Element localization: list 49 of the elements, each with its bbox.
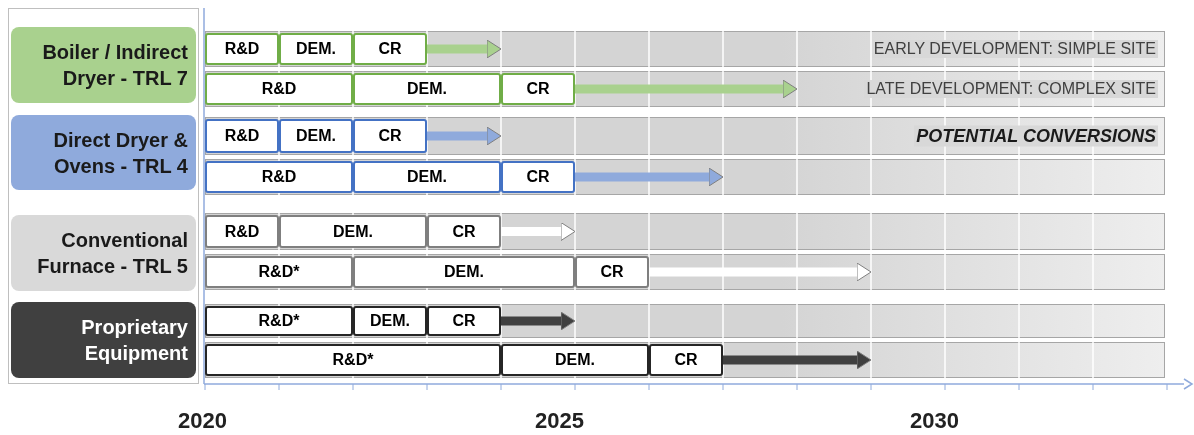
phase-segment: CR (501, 73, 575, 105)
timeline-bar (205, 159, 1165, 195)
phase-segment: CR (649, 344, 723, 376)
arrow (649, 262, 872, 282)
phase-segment: CR (353, 119, 427, 153)
arrow (575, 79, 798, 99)
arrow (501, 311, 576, 331)
category-box: Boiler / Indirect Dryer - TRL 7 (11, 27, 196, 103)
timeline-bar (205, 71, 1165, 107)
phase-segment: DEM. (353, 73, 501, 105)
phase-segment: R&D (205, 33, 279, 65)
year-label: 2020 (178, 408, 227, 434)
phase-segment: DEM. (279, 215, 427, 248)
phase-segment: CR (575, 256, 649, 288)
arrow (723, 350, 872, 370)
year-label: 2030 (910, 408, 959, 434)
phase-segment: CR (353, 33, 427, 65)
timeline-bar (205, 31, 1165, 67)
phase-segment: R&D* (205, 256, 353, 288)
phase-segment: DEM. (353, 161, 501, 193)
phase-segment: R&D (205, 73, 353, 105)
timeline-bar (205, 342, 1165, 378)
arrow (427, 126, 502, 146)
timeline-bar (205, 213, 1165, 250)
phase-segment: DEM. (279, 33, 353, 65)
arrow (575, 167, 724, 187)
phase-segment: DEM. (353, 256, 575, 288)
phase-segment: DEM. (353, 306, 427, 336)
category-box: Proprietary Equipment (11, 302, 196, 378)
category-box: Direct Dryer & Ovens - TRL 4 (11, 115, 196, 190)
arrow (501, 222, 576, 241)
category-box: Conventional Furnace - TRL 5 (11, 215, 196, 291)
phase-segment: CR (427, 215, 501, 248)
phase-segment: R&D* (205, 344, 501, 376)
phase-segment: R&D (205, 161, 353, 193)
timeline-bar (205, 117, 1165, 155)
phase-segment: R&D (205, 215, 279, 248)
phase-segment: CR (501, 161, 575, 193)
year-label: 2025 (535, 408, 584, 434)
timeline-bar (205, 254, 1165, 290)
bar-note: LATE DEVELOPMENT: COMPLEX SITE (864, 80, 1158, 98)
arrow (427, 39, 502, 59)
phase-segment: R&D (205, 119, 279, 153)
bar-note: POTENTIAL CONVERSIONS (914, 125, 1158, 147)
phase-segment: DEM. (279, 119, 353, 153)
timeline-bar (205, 304, 1165, 338)
phase-segment: DEM. (501, 344, 649, 376)
phase-segment: R&D* (205, 306, 353, 336)
phase-segment: CR (427, 306, 501, 336)
